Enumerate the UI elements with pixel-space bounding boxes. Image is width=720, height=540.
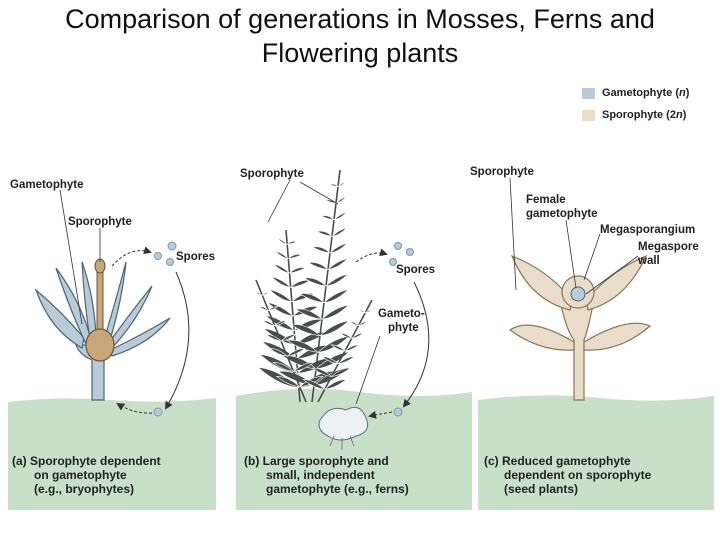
legend-item-sporophyte: Sporophyte (2n) xyxy=(582,104,689,126)
panel-a-ground xyxy=(8,398,216,510)
label-c-megaspore-2: wall xyxy=(637,255,660,267)
legend: Gametophyte (n) Sporophyte (2n) xyxy=(582,82,689,126)
pointer-c-megaspore-wall xyxy=(585,255,639,295)
page-title: Comparison of generations in Mosses, Fer… xyxy=(0,2,720,70)
label-c-sporophyte: Sporophyte xyxy=(470,166,534,178)
label-b-gametophyte-1: Gameto- xyxy=(378,308,425,320)
panel-c: Sporophyte Female gametophyte Megasporan… xyxy=(470,150,714,510)
moss-sporophyte xyxy=(85,258,115,362)
legend-label-sporophyte: Sporophyte (2n) xyxy=(602,109,687,121)
caption-c-line-3: (seed plants) xyxy=(504,482,578,496)
title-line-2: Flowering plants xyxy=(261,38,459,68)
caption-b-line-2: small, independent xyxy=(266,468,375,482)
caption-a-line-3: (e.g., bryophytes) xyxy=(34,482,134,496)
legend-item-gametophyte: Gametophyte (n) xyxy=(582,82,689,104)
pointer-b-gametophyte xyxy=(355,335,381,405)
panel-a-arrow-grow xyxy=(116,402,153,414)
panel-a-spores xyxy=(153,241,177,417)
pointer-a-gametophyte xyxy=(59,189,83,325)
label-b-gametophyte-2: phyte xyxy=(388,322,419,334)
gametophyte-swatch xyxy=(582,87,595,99)
pointer-b-sporophyte-2 xyxy=(299,181,339,205)
panel-b-arrow-germinate xyxy=(402,281,430,408)
sporophyte-swatch xyxy=(582,109,595,121)
panel-a-arrow-germinate xyxy=(164,271,190,410)
fern-gametophyte xyxy=(318,406,369,450)
label-c-megasporangium: Megasporangium xyxy=(600,224,695,236)
caption-a-line-2: on gametophyte xyxy=(34,468,127,482)
title-line-1: Comparison of generations in Mosses, Fer… xyxy=(65,4,655,34)
panel-b-spores xyxy=(389,242,414,417)
label-c-female-2: gametophyte xyxy=(526,208,598,220)
caption-c-line-2: dependent on sporophyte xyxy=(504,468,652,482)
panel-c-ground xyxy=(478,395,714,510)
pointer-b-sporophyte-1 xyxy=(267,179,291,223)
fern-sporophyte xyxy=(254,169,373,403)
panel-b-arrow-grow xyxy=(368,410,393,419)
panel-a: Gametophyte Sporophyte Spores (a) Sporop… xyxy=(8,150,216,510)
label-b-sporophyte: Sporophyte xyxy=(240,168,304,180)
panel-b-ground xyxy=(236,388,472,510)
caption-a-line-1: (a) Sporophyte dependent xyxy=(12,454,161,468)
label-a-sporophyte: Sporophyte xyxy=(68,216,132,228)
label-c-female-1: Female xyxy=(526,194,566,206)
panel-b: Sporophyte Spores Gameto- phyte (b) Larg… xyxy=(236,150,472,510)
caption-c-line-1: (c) Reduced gametophyte xyxy=(484,454,631,468)
label-a-spores: Spores xyxy=(176,251,215,263)
pointer-c-sporophyte xyxy=(509,177,517,291)
pointer-c-female-gametophyte xyxy=(565,219,577,289)
label-b-spores: Spores xyxy=(396,264,435,276)
label-c-megaspore-1: Megaspore xyxy=(638,241,699,253)
female-gametophyte xyxy=(570,286,586,302)
label-a-gametophyte: Gametophyte xyxy=(10,179,84,191)
panel-b-arrow-release xyxy=(355,248,388,263)
legend-label-gametophyte: Gametophyte (n) xyxy=(602,87,690,99)
caption-b-line-3: gametophyte (e.g., ferns) xyxy=(266,482,409,496)
pointer-c-megasporangium xyxy=(583,233,601,281)
caption-b-line-1: (b) Large sporophyte and xyxy=(244,454,389,468)
